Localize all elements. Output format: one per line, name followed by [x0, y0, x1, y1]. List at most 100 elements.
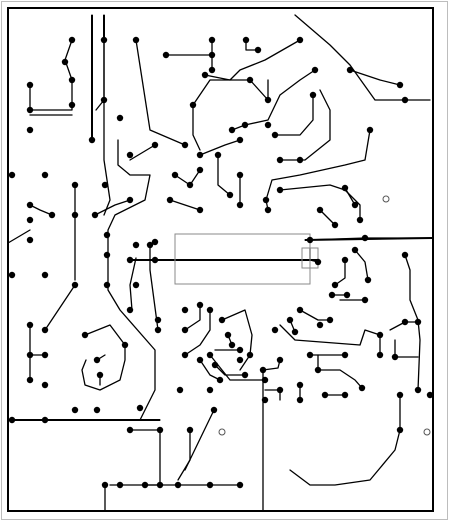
- pad-45: [226, 191, 234, 199]
- pad-141: [196, 301, 204, 309]
- pad-96: [326, 316, 334, 324]
- pad-4: [26, 81, 34, 89]
- pad-112: [426, 391, 434, 399]
- pad-126: [71, 406, 79, 414]
- pad-123: [96, 371, 104, 379]
- trace-22: [294, 14, 431, 101]
- pad-1: [68, 36, 76, 44]
- trace-65: [184, 409, 215, 471]
- pad-162: [176, 386, 184, 394]
- pad-166: [316, 321, 324, 329]
- trace-69: [214, 364, 246, 376]
- trace-26: [279, 184, 361, 221]
- pad-49: [264, 206, 272, 214]
- pad-109: [321, 391, 329, 399]
- pad-51: [341, 184, 349, 192]
- pad-115: [41, 326, 49, 334]
- pad-164: [261, 396, 269, 404]
- pad-146: [181, 326, 189, 334]
- pad-99: [376, 351, 384, 359]
- pad-48: [262, 196, 270, 204]
- pad-26: [309, 91, 317, 99]
- pad-161: [291, 328, 299, 336]
- trace-10: [87, 139, 156, 421]
- pad-153: [246, 351, 254, 359]
- pad-58: [41, 171, 49, 179]
- trace-12: [135, 39, 186, 146]
- pad-14: [208, 51, 216, 59]
- pad-16: [242, 36, 250, 44]
- trace-64: [177, 429, 191, 481]
- pad-159: [259, 366, 267, 374]
- trace-11: [129, 144, 156, 161]
- trace-57: [44, 284, 76, 331]
- pad-137: [210, 406, 218, 414]
- pad-74: [151, 238, 159, 246]
- pad-104: [341, 351, 349, 359]
- pad-147: [181, 351, 189, 359]
- pad-22: [189, 101, 197, 109]
- pad-158: [276, 386, 284, 394]
- pad-44: [186, 181, 194, 189]
- pad-20: [246, 76, 254, 84]
- trace-27: [344, 187, 356, 206]
- pad-57: [8, 171, 16, 179]
- trace-59: [81, 324, 126, 391]
- pad-118: [26, 376, 34, 384]
- pad-131: [156, 481, 164, 489]
- pad-83: [154, 316, 162, 324]
- pad-64: [26, 201, 34, 209]
- pad-149: [206, 351, 214, 359]
- pad-110: [341, 391, 349, 399]
- pad-152: [236, 356, 244, 364]
- pad-29: [271, 131, 279, 139]
- pad-86: [314, 258, 322, 266]
- pad-73: [132, 241, 140, 249]
- pad-84: [154, 326, 162, 334]
- trace-23: [349, 69, 401, 86]
- pad-121: [121, 341, 129, 349]
- pad-56: [361, 234, 369, 242]
- pad-89: [331, 281, 339, 289]
- pad-103: [306, 351, 314, 359]
- pad-134: [141, 481, 149, 489]
- pad-18: [296, 36, 304, 44]
- pad-124: [8, 416, 16, 424]
- pad-80: [103, 281, 111, 289]
- trace-55: [289, 394, 401, 486]
- trace-24: [279, 89, 331, 161]
- trace-16: [204, 39, 301, 81]
- pad-132: [116, 481, 124, 489]
- trace-71: [221, 309, 253, 371]
- pad-155: [241, 371, 249, 379]
- pad-150: [211, 361, 219, 369]
- pad-101: [414, 318, 422, 326]
- pad-108: [296, 396, 304, 404]
- trace-38: [217, 154, 231, 196]
- pad-36: [196, 151, 204, 159]
- pad-82: [126, 306, 134, 314]
- pad-71: [103, 251, 111, 259]
- trace-34: [94, 199, 131, 216]
- pad-151: [236, 346, 244, 354]
- pad-78: [41, 271, 49, 279]
- pad-41: [296, 156, 304, 164]
- trace-29: [149, 244, 159, 331]
- pad-65: [26, 216, 34, 224]
- trace-43: [354, 249, 369, 281]
- pad-128: [136, 404, 144, 412]
- pad-55: [331, 221, 339, 229]
- pad-63: [196, 206, 204, 214]
- pad-97: [401, 318, 409, 326]
- trace-2: [7, 229, 31, 244]
- trace-31: [129, 257, 137, 311]
- pad-116: [26, 351, 34, 359]
- pad-76: [151, 256, 159, 264]
- pad-25: [396, 81, 404, 89]
- trace-20: [231, 69, 316, 131]
- pad-107: [296, 381, 304, 389]
- pad-13: [208, 36, 216, 44]
- pad-47: [236, 201, 244, 209]
- pad-129: [126, 426, 134, 434]
- trace-67: [184, 304, 201, 331]
